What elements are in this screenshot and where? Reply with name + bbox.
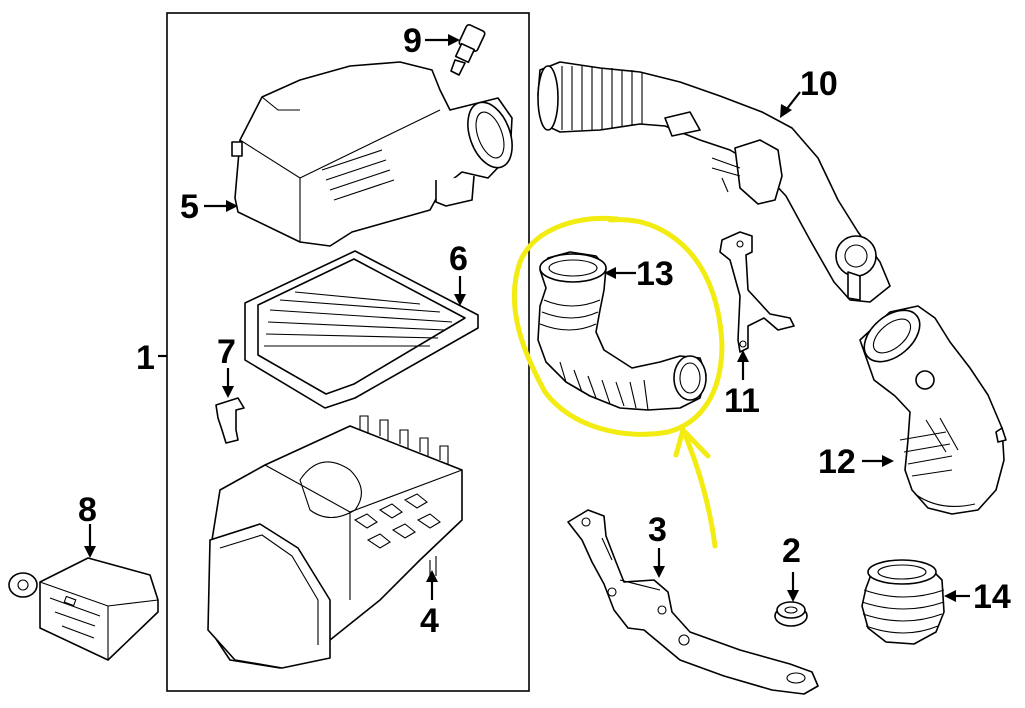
part-8-duct[interactable] [8, 557, 159, 661]
highlight-annotation [511, 215, 725, 549]
callout-13: 13 [636, 255, 674, 293]
callout-2: 2 [782, 532, 801, 570]
callout-12: 12 [818, 443, 856, 481]
part-9-sensor[interactable] [450, 23, 486, 76]
part-7-clip[interactable] [215, 397, 245, 444]
callout-8: 8 [78, 491, 97, 529]
part-3-support-bracket[interactable] [567, 509, 819, 695]
part-10-intake-tube[interactable] [537, 61, 891, 303]
part-2-grommet[interactable] [774, 601, 808, 627]
part-14-coupler[interactable] [861, 559, 945, 645]
callout-9: 9 [403, 22, 422, 60]
callout-7: 7 [217, 333, 236, 371]
part-11-bracket[interactable] [719, 231, 795, 353]
part-6-filter[interactable] [244, 250, 479, 409]
callout-labels: 1 2 3 4 5 6 7 8 9 10 11 12 13 14 [78, 22, 1011, 640]
part-12-elbow[interactable] [855, 300, 1007, 515]
callout-4: 4 [420, 602, 439, 640]
callout-1: 1 [136, 339, 155, 377]
callout-10: 10 [800, 65, 838, 103]
callout-14: 14 [973, 578, 1011, 616]
air-cleaner-lower-housing[interactable] [207, 415, 463, 669]
assembly-frame [166, 12, 530, 692]
callout-11: 11 [724, 382, 760, 420]
part-13-hose[interactable] [537, 251, 707, 411]
leaders [84, 34, 970, 602]
callout-5: 5 [180, 188, 199, 226]
callout-3: 3 [648, 511, 667, 549]
part-5-cover[interactable] [231, 61, 520, 247]
callout-6: 6 [449, 240, 468, 278]
